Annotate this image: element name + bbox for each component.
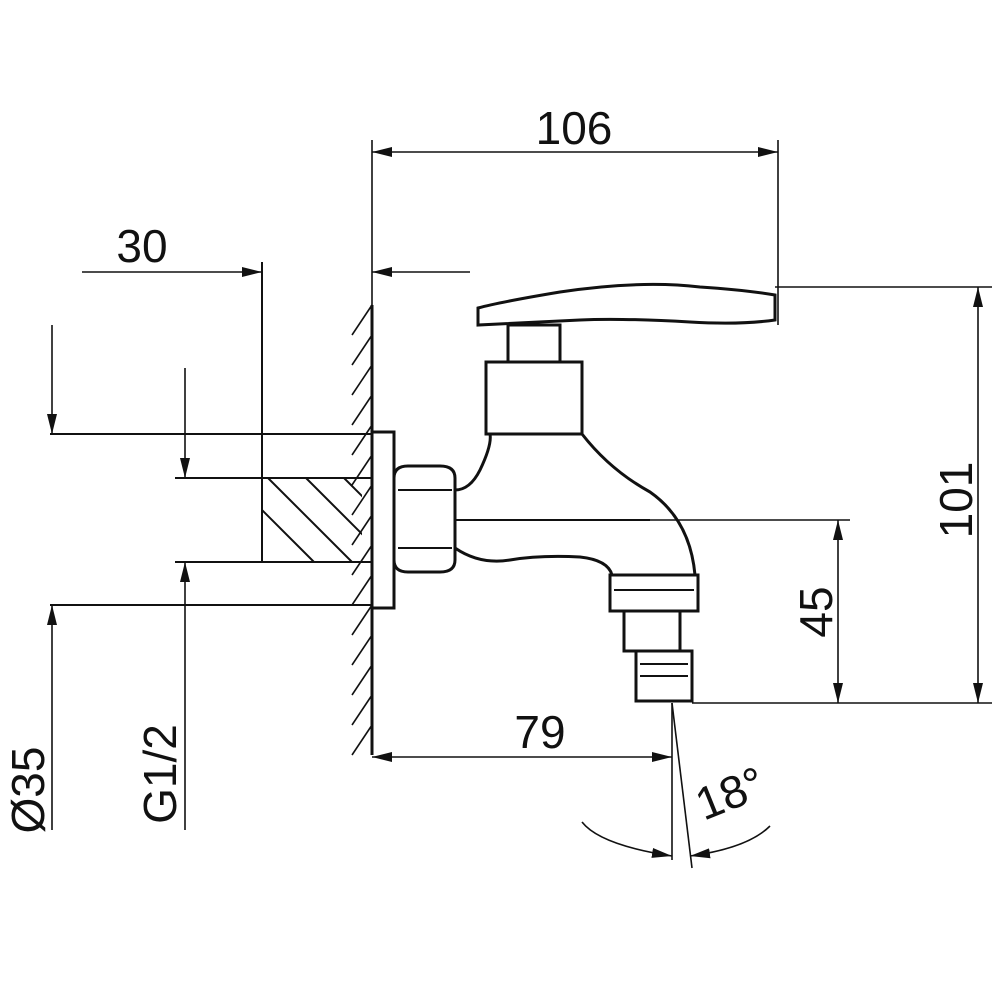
dim-wall-depth-label: 30 bbox=[116, 220, 167, 272]
hose-nozzle-neck bbox=[622, 609, 682, 653]
wall bbox=[351, 304, 374, 756]
valve-stem bbox=[506, 323, 562, 364]
faucet-body bbox=[453, 282, 777, 703]
dim-outlet-reach: 79 bbox=[372, 703, 673, 860]
dim-outlet-reach-label: 79 bbox=[514, 706, 565, 758]
dim-thread-size-label: G1/2 bbox=[134, 724, 186, 824]
flange-plate bbox=[370, 430, 396, 610]
dim-total-height: 101 bbox=[692, 286, 992, 704]
dim-thread-size: G1/2 bbox=[134, 368, 190, 830]
dim-wall-depth: 30 bbox=[82, 220, 470, 277]
wall-flange bbox=[50, 430, 396, 610]
dim-total-height-label: 101 bbox=[930, 462, 982, 539]
dim-overall-length: 106 bbox=[371, 102, 779, 325]
pipe-section-hatch bbox=[262, 478, 362, 562]
dim-outlet-drop-label: 45 bbox=[790, 586, 842, 637]
outlet-ring bbox=[608, 573, 700, 613]
dim-overall-length-label: 106 bbox=[536, 102, 613, 154]
valve-bonnet bbox=[484, 360, 584, 436]
inlet-pipe bbox=[175, 262, 372, 563]
dim-outlet-drop: 45 bbox=[650, 519, 850, 703]
hex-nut bbox=[392, 464, 457, 574]
wall-hatching bbox=[351, 304, 373, 756]
dim-outlet-angle: 18° bbox=[581, 702, 772, 869]
handle-lever bbox=[476, 282, 777, 327]
dim-flange-diameter-label: Ø35 bbox=[2, 747, 54, 834]
dim-outlet-angle-label: 18° bbox=[688, 756, 772, 830]
dim-flange-diameter: Ø35 bbox=[2, 325, 57, 834]
